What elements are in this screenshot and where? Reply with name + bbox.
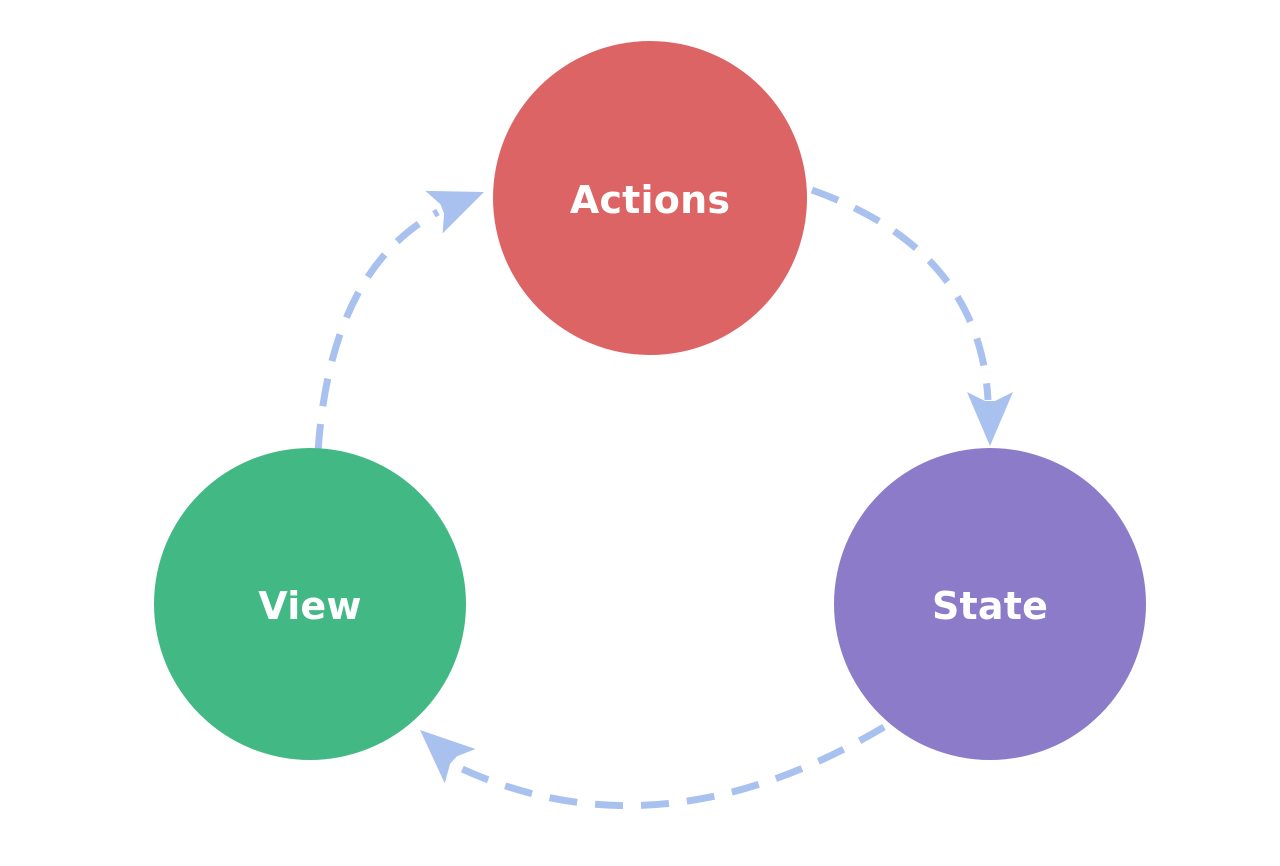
edge-view-to-actions-arrowhead [425,190,484,234]
node-state-label: State [932,584,1048,628]
node-actions-label: Actions [570,178,730,222]
edge-group [314,186,1013,810]
node-state-circle[interactable] [834,448,1146,760]
edge-state-to-view[interactable] [420,723,886,810]
node-view-label: View [258,584,361,628]
node-actions[interactable]: Actions [493,41,807,355]
node-view[interactable]: View [154,448,466,760]
node-state[interactable]: State [834,448,1146,760]
edge-actions-to-state-arc [810,186,992,401]
edge-view-to-actions-arc [314,208,440,453]
node-actions-circle[interactable] [493,41,807,355]
edge-state-to-view-arrowhead [420,730,476,784]
edge-actions-to-state[interactable] [810,186,1013,446]
edge-actions-to-state-arrowhead [967,392,1013,446]
edge-state-to-view-arc [458,723,886,810]
node-view-circle[interactable] [154,448,466,760]
node-group: Actions State View [154,41,1146,760]
edge-view-to-actions[interactable] [314,190,484,453]
